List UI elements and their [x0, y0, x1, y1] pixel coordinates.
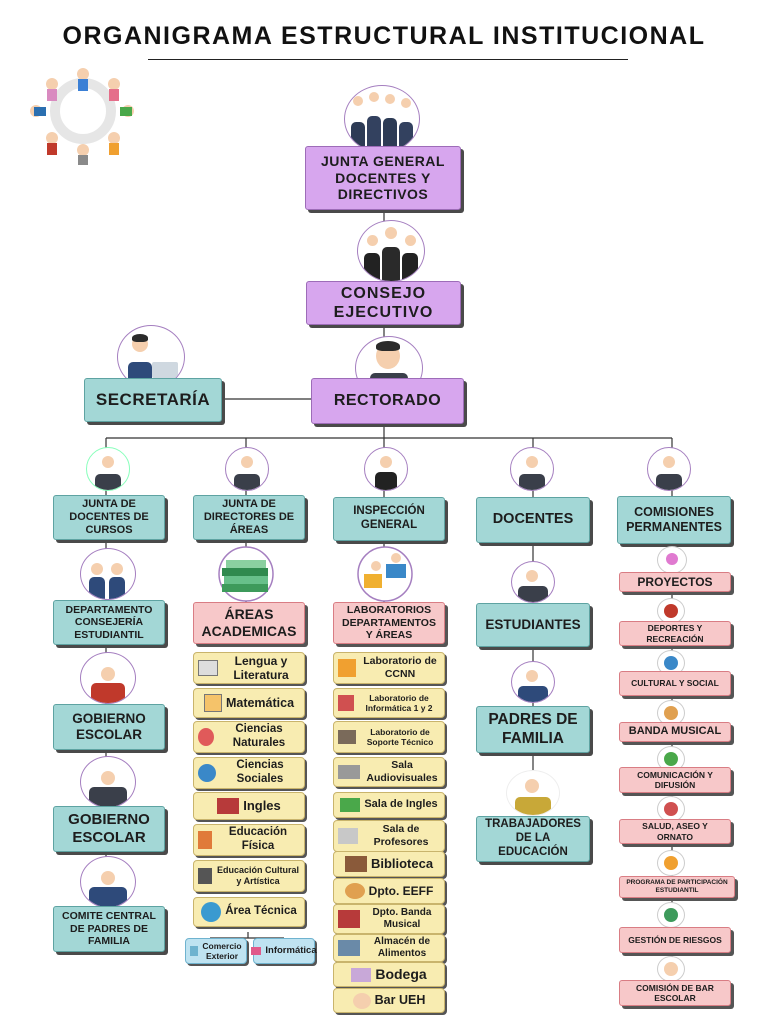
- gobierno-escolar-box: GOBIERNO ESCOLAR: [53, 806, 165, 852]
- consejo-ejecutivo-box: CONSEJO EJECUTIVO: [306, 281, 461, 325]
- group-icon: [225, 447, 269, 491]
- informatica-box: Informática: [251, 938, 317, 964]
- comisiones-box: COMISIONES PERMANENTES: [617, 496, 731, 544]
- students-icon: [80, 548, 136, 600]
- project-icon: [657, 546, 687, 574]
- lab-item: Laboratorio de Soporte Técnico: [333, 721, 445, 753]
- band-icon: [338, 910, 360, 928]
- comision-item: GESTIÓN DE RIESGOS: [619, 927, 731, 953]
- people-circle-icon: [30, 68, 134, 165]
- group-icon: [86, 447, 130, 491]
- area-item: Ingles: [193, 792, 305, 820]
- area-item: Educación Cultural y Artística: [193, 860, 305, 892]
- junta-directores-areas-box: JUNTA DE DIRECTORES DE ÁREAS: [193, 495, 305, 540]
- audiovisual-icon: [338, 765, 360, 779]
- lab-icon: [338, 659, 356, 677]
- lab-item: Almacén de Alimentos: [333, 934, 445, 962]
- gobierno-escolar-box: GOBIERNO ESCOLAR: [53, 704, 165, 750]
- tools-icon: [338, 730, 356, 744]
- parents-icon: [80, 856, 136, 908]
- comision-item: DEPORTES Y RECREACIÓN: [619, 621, 731, 646]
- workers-icon: [506, 770, 560, 816]
- area-item: Área Técnica: [193, 897, 305, 927]
- estudiantes-box: ESTUDIANTES: [476, 603, 590, 647]
- comision-item: SALUD, ASEO Y ORNATO: [619, 819, 731, 844]
- drum-icon: [657, 700, 685, 726]
- sports-icon: [198, 831, 212, 849]
- secretaria-box: SECRETARÍA: [84, 378, 222, 422]
- area-item: Ciencias Naturales: [193, 721, 305, 753]
- junta-docentes-cursos-box: JUNTA DE DOCENTES DE CURSOS: [53, 495, 165, 540]
- inspector-icon: [364, 447, 408, 491]
- inspeccion-general-box: INSPECCIÓN GENERAL: [333, 497, 445, 541]
- family-icon: [511, 661, 555, 703]
- art-icon: [198, 868, 212, 884]
- lab-item: Sala de Profesores: [333, 820, 445, 852]
- trade-icon: [190, 946, 198, 956]
- comercio-exterior-box: Comercio Exterior: [185, 938, 247, 964]
- teachers-icon: [510, 447, 554, 491]
- trabajadores-box: TRABAJADORES DE LA EDUCACIÓN: [476, 816, 590, 862]
- area-item: Ciencias Sociales: [193, 757, 305, 789]
- comision-item: PROYECTOS: [619, 572, 731, 592]
- comision-item: BANDA MUSICAL: [619, 722, 731, 742]
- globe-icon: [198, 764, 216, 782]
- area-item: Lengua y Literatura: [193, 652, 305, 684]
- participation-icon: [657, 850, 685, 876]
- lab-item: Biblioteca: [333, 851, 445, 877]
- english-book-icon: [217, 798, 240, 814]
- comision-item: PROGRAMA DE PARTICIPACIÓN ESTUDIANTIL: [619, 876, 735, 898]
- storage-icon: [351, 967, 372, 982]
- junta-general-box: JUNTA GENERAL DOCENTES Y DIRECTIVOS: [305, 146, 461, 210]
- health-icon: [657, 796, 685, 822]
- lab-item: Laboratorio de Informática 1 y 2: [333, 688, 445, 718]
- lab-item: Bar UEH: [333, 988, 445, 1013]
- book-icon: [198, 660, 218, 676]
- students-icon: [80, 756, 136, 808]
- computer-lab-icon: [338, 695, 354, 711]
- lab-item: Dpto. EEFF: [333, 878, 445, 904]
- balls-icon: [344, 883, 365, 899]
- comision-item: CULTURAL Y SOCIAL: [619, 671, 731, 696]
- lab-item: Sala Audiovisuales: [333, 757, 445, 787]
- padres-familia-box: PADRES DE FAMILIA: [476, 706, 590, 753]
- english-icon: [340, 798, 361, 812]
- students-icon: [80, 652, 136, 704]
- docentes-box: DOCENTES: [476, 497, 590, 543]
- library-icon: [344, 856, 367, 872]
- title-rule: [148, 59, 628, 60]
- cook-icon: [352, 992, 371, 1009]
- dece-box: DEPARTAMENTO CONSEJERÍA ESTUDIANTIL: [53, 600, 165, 645]
- teachers-room-icon: [338, 828, 358, 844]
- meeting-people-icon: [344, 85, 420, 153]
- comision-item: COMISIÓN DE BAR ESCOLAR: [619, 980, 731, 1006]
- laboratorios-box: LABORATORIOS DEPARTAMENTOS Y ÁREAS: [333, 602, 445, 644]
- lab-item: Laboratorio de CCNN: [333, 652, 445, 684]
- gear-icon: [201, 902, 222, 922]
- calculator-icon: [203, 694, 222, 712]
- laboratory-icon: [357, 546, 413, 602]
- lab-item: Sala de Ingles: [333, 792, 445, 818]
- executive-team-icon: [357, 220, 425, 282]
- page-title: ORGANIGRAMA ESTRUCTURAL INSTITUCIONAL: [62, 22, 706, 50]
- rectorado-box: RECTORADO: [311, 378, 464, 424]
- lab-item: Bodega: [333, 962, 445, 987]
- group-icon: [647, 447, 691, 491]
- books-icon: [218, 546, 274, 602]
- comite-padres-box: COMITE CENTRAL DE PADRES DE FAMILIA: [53, 906, 165, 952]
- students-icon: [511, 561, 555, 603]
- area-item: Matemática: [193, 688, 305, 718]
- warehouse-icon: [338, 940, 360, 956]
- computer-icon: [251, 947, 262, 955]
- science-icon: [198, 728, 214, 746]
- risk-icon: [657, 902, 685, 928]
- areas-academicas-box: ÁREAS ACADEMICAS: [193, 602, 305, 644]
- comision-item: COMUNICACIÓN Y DIFUSIÓN: [619, 767, 731, 793]
- lab-item: Dpto. Banda Musical: [333, 904, 445, 934]
- area-item: Educación Física: [193, 824, 305, 856]
- bar-icon: [657, 956, 685, 982]
